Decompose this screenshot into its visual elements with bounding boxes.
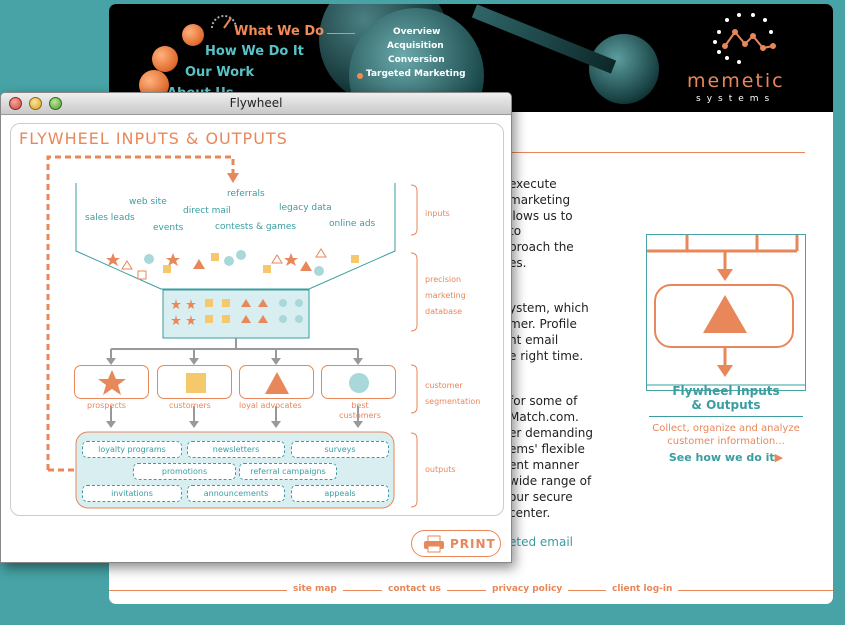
footer-contact-us[interactable]: contact us [382,584,447,594]
footer-privacy-policy[interactable]: privacy policy [486,584,569,594]
header-banner: What We Do How We Do It Our Work About U… [109,4,833,112]
output-appeals: appeals [291,485,389,502]
logo-wordmark: memetic [687,70,785,92]
flywheel-thumbnail[interactable] [646,234,806,391]
output-newsletters: newsletters [187,441,285,458]
nav-bullet-icon [182,24,204,46]
segment-customers [157,365,232,399]
close-window-button[interactable] [9,97,22,110]
segment-label: customers [169,401,211,410]
input-online-ads: online ads [329,219,376,229]
input-web-site: web site [129,197,167,207]
input-direct-mail: direct mail [183,206,231,216]
output-invitations: invitations [82,485,182,502]
subnav-conversion[interactable]: Conversion [388,55,445,65]
segment-label: best customers [339,401,381,420]
nav-how-we-do-it[interactable]: How We Do It [205,44,304,59]
stage-inputs: inputs [425,209,450,218]
input-events: events [153,223,184,233]
body-text: marketing [509,193,571,207]
play-arrow-icon: ▶ [774,451,784,464]
input-contests-games: contests & games [215,222,297,232]
body-text: center. [509,506,551,520]
connector-decor [471,4,617,74]
minimize-window-button[interactable] [29,97,42,110]
input-sales-leads: sales leads [85,213,135,223]
output-promotions: promotions [133,463,236,480]
logo-tagline: systems [696,94,776,104]
body-text: er demanding [509,426,593,440]
subnav-acquisition[interactable]: Acquisition [387,41,444,51]
segment-label: loyal advocates [239,401,302,410]
body-text: ems' flexible [509,442,585,456]
output-loyalty-programs: loyalty programs [82,441,182,458]
body-text: e right time. [509,349,584,363]
print-button[interactable]: PRINT [411,530,501,557]
gauge-icon [211,15,237,29]
body-text: ent manner [509,458,580,472]
footer-site-map[interactable]: site map [287,584,343,594]
segment-loyal-advocates [239,365,314,399]
stage-database: precision marketing database [425,275,466,316]
print-label: PRINT [450,537,496,551]
segment-label: prospects [87,401,126,410]
flywheel-window: Flywheel FLYWHEEL INPUTS & OUTPUTS web s… [0,92,512,563]
flywheel-thumbnail-graphic [647,235,805,386]
segment-prospects [74,365,149,399]
nav-our-work[interactable]: Our Work [185,65,255,80]
body-text: Match.com. [509,410,579,424]
side-divider [649,416,803,417]
star-icon [98,370,126,395]
nav-what-we-do[interactable]: What We Do [234,24,325,39]
circle-icon [349,373,369,393]
subnav-targeted-marketing[interactable]: Targeted Marketing [366,69,466,79]
output-surveys: surveys [291,441,389,458]
body-text: to [509,224,522,238]
body-text: llows us to [509,209,573,223]
active-bullet-icon [357,73,363,79]
input-referrals: referrals [227,189,265,199]
side-description: Collect, organize and analyze customer i… [652,423,800,447]
body-text: nt email [509,333,559,347]
body-text: es. [509,256,527,270]
nav-bullet-icon [152,46,178,72]
window-titlebar[interactable]: Flywheel [1,93,511,115]
input-legacy-data: legacy data [279,203,332,213]
body-text: proach the [509,240,574,254]
diagram-title: FLYWHEEL INPUTS & OUTPUTS [19,129,288,148]
footer-client-login[interactable]: client log-in [606,584,679,594]
segment-best-customers [321,365,396,399]
stage-segmentation: customer segmentation [425,381,481,406]
see-how-link-label: See how we do it [668,451,775,464]
output-referral-campaigns: referral campaigns [239,463,337,480]
printer-icon [424,535,444,553]
body-text: ystem, which [509,301,589,315]
footer-rule [109,590,833,591]
flywheel-diagram-panel [10,123,504,516]
body-text: wide range of [509,474,592,488]
see-how-link[interactable]: See how we do it▶ [646,451,806,464]
content-divider [505,152,805,153]
square-icon [186,373,206,393]
body-text: our secure [509,490,573,504]
body-text: for some of [509,394,578,408]
body-link[interactable]: eted email [509,535,573,549]
window-title: Flywheel [229,96,283,110]
output-announcements: announcements [187,485,285,502]
stage-outputs: outputs [425,465,456,474]
body-text: mer. Profile [509,317,577,331]
subnav-overview[interactable]: Overview [393,27,441,37]
nav-pointer [327,33,355,34]
memetic-logo-icon [713,13,776,64]
zoom-window-button[interactable] [49,97,62,110]
side-title: Flywheel Inputs & Outputs [672,384,780,412]
body-text: execute [509,177,557,191]
triangle-icon [265,372,289,394]
